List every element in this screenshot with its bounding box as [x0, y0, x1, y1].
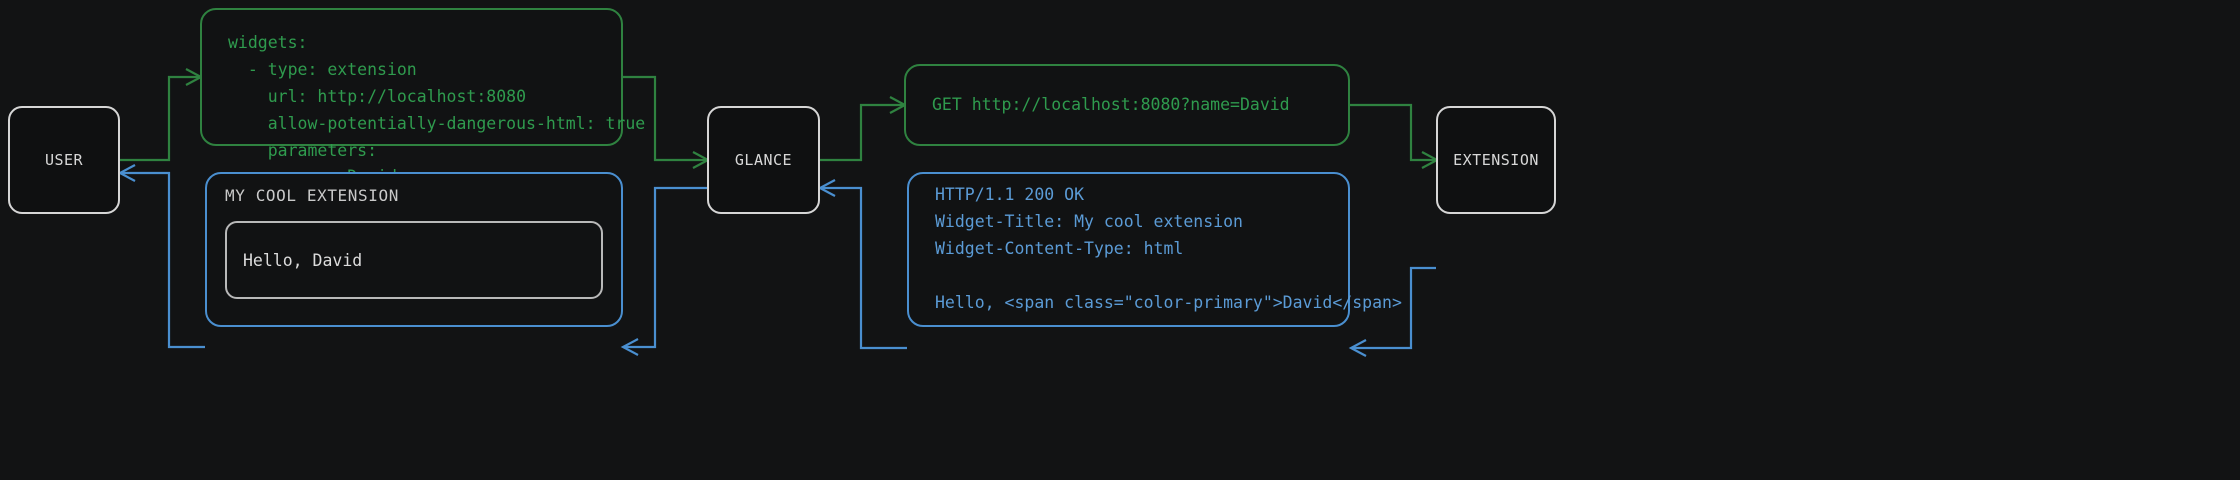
widget-greeting-text: Hello, [243, 250, 313, 270]
node-glance-label: GLANCE [734, 151, 793, 169]
box-config: widgets: - type: extension url: http://l… [200, 8, 645, 186]
edge-response-to-glance [817, 179, 907, 350]
edge-widget-to-user [117, 164, 205, 349]
edge-glance-to-request [820, 96, 908, 162]
node-glance[interactable]: GLANCE [707, 106, 820, 214]
http-request-text: GET http://localhost:8080?name=David [932, 94, 1290, 114]
edge-user-to-config [120, 68, 204, 162]
edge-glance-to-widget [620, 186, 707, 356]
widget-content: Hello, David [225, 221, 603, 299]
config-yaml-text: widgets: - type: extension url: http://l… [228, 33, 646, 186]
node-user-label: USER [44, 151, 84, 169]
widget-title: MY COOL EXTENSION [225, 186, 399, 205]
box-http-response: HTTP/1.1 200 OK Widget-Title: My cool ex… [907, 172, 1402, 327]
node-extension-label: EXTENSION [1453, 151, 1539, 169]
node-user[interactable]: USER [8, 106, 120, 214]
box-http-request: GET http://localhost:8080?name=David [904, 64, 1350, 146]
widget-accent-name: David [312, 250, 363, 270]
box-rendered-widget: MY COOL EXTENSION Hello, David [205, 172, 623, 327]
edge-request-to-extension [1350, 103, 1440, 169]
http-response-text: HTTP/1.1 200 OK Widget-Title: My cool ex… [935, 185, 1402, 312]
node-extension[interactable]: EXTENSION [1436, 106, 1556, 214]
